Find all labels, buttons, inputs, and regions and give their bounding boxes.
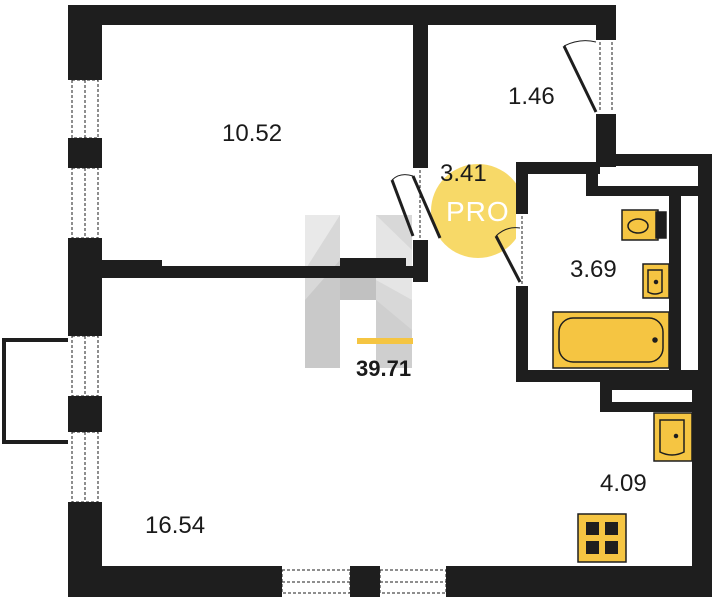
- room-area-entry: 1.46: [508, 83, 555, 110]
- toilet-icon: [621, 209, 667, 241]
- room-area-bedroom: 10.52: [222, 120, 283, 147]
- pro-badge: [431, 164, 525, 258]
- doors: [390, 40, 616, 286]
- room-area-living-room: 16.54: [145, 512, 206, 539]
- bathtub-icon: [552, 311, 670, 369]
- room-area-bathroom: 3.69: [570, 256, 617, 283]
- watermark-logo: [305, 215, 412, 368]
- stove-icon: [577, 513, 627, 563]
- pro-badge-label: PRO: [446, 196, 510, 227]
- total-area: 39.71: [356, 356, 412, 381]
- total-area-underline: [357, 338, 413, 344]
- kitchen-sink-icon: [653, 412, 693, 462]
- windows: [68, 79, 447, 597]
- bathroom-sink-icon: [642, 263, 670, 299]
- balcony: [2, 338, 72, 444]
- room-area-hallway: 3.41: [440, 160, 487, 187]
- room-area-kitchen: 4.09: [600, 470, 647, 497]
- fixtures: [552, 209, 693, 563]
